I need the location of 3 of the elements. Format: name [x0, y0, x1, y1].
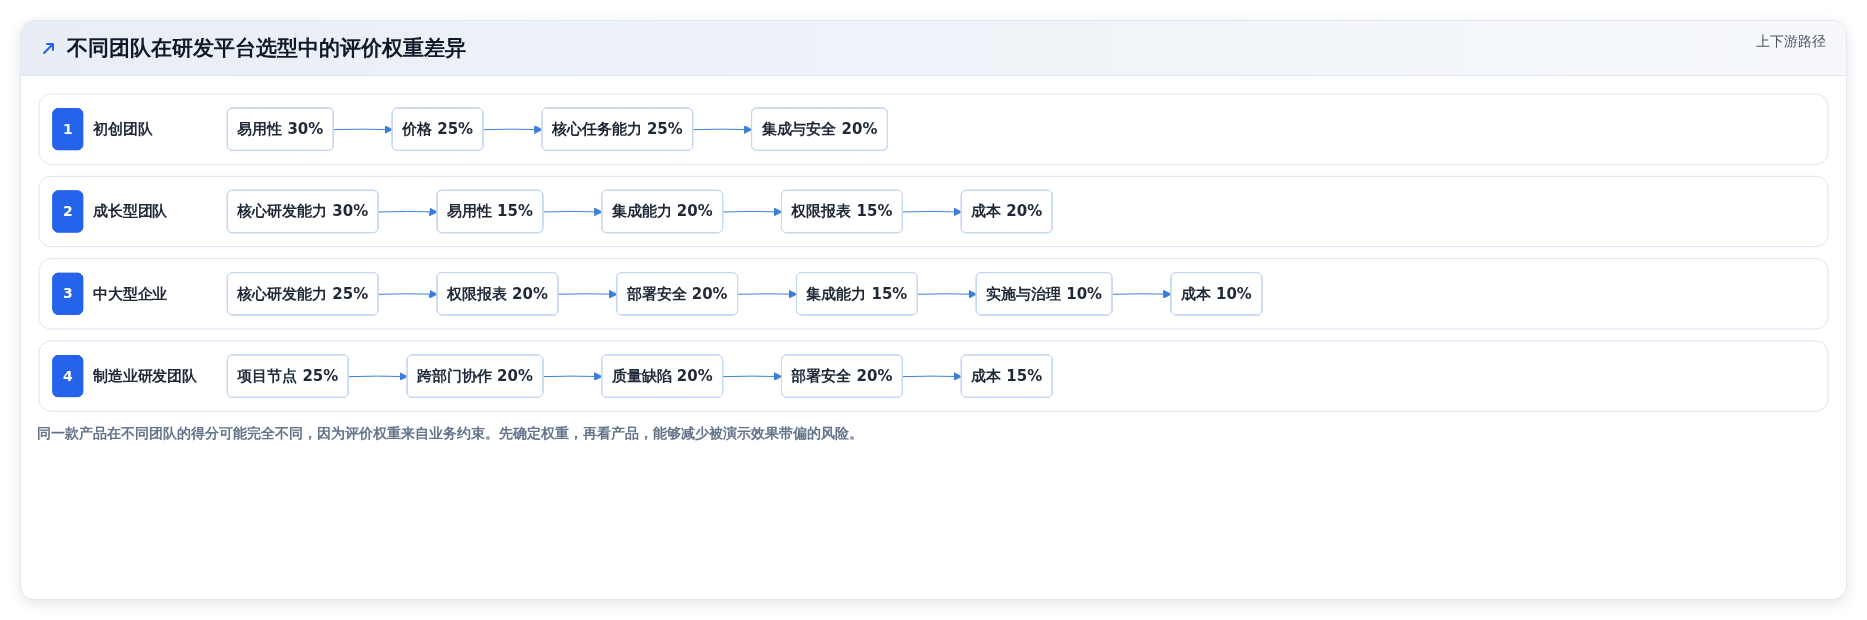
header-note: 上下游路径: [1756, 33, 1826, 51]
diagram-title: 不同团队在研发平台选型中的评价权重差异: [67, 35, 466, 62]
caption: 同一款产品在不同团队的得分可能完全不同，因为评价权重来自业务约束。先确定权重，再看产品，能够减少被演示效果带偏的风险。: [36, 424, 864, 444]
